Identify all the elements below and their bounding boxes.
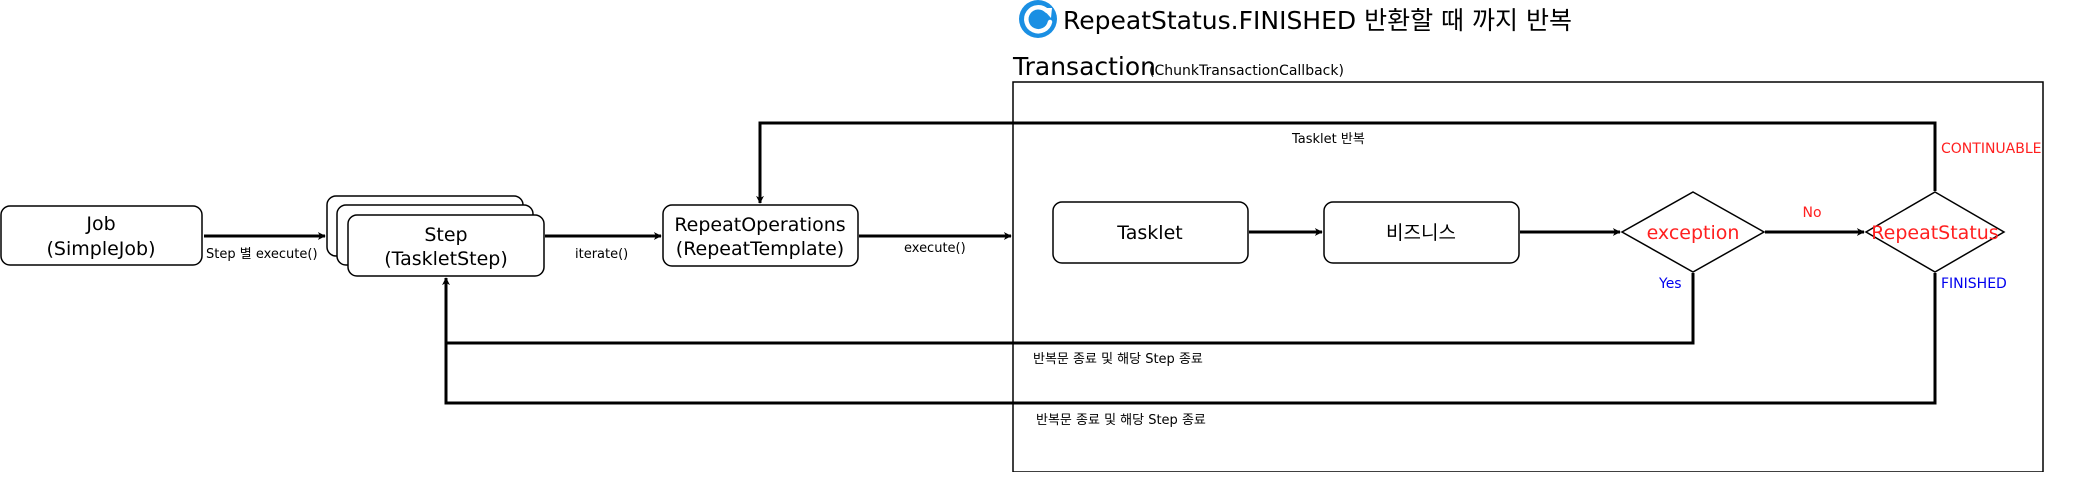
transaction-label: Transaction	[1012, 52, 1156, 81]
exception-label: exception	[1647, 222, 1740, 244]
edge-job-to-step-label: Step 별 execute()	[206, 247, 318, 262]
step-node[interactable]: Step (TaskletStep)	[326, 195, 545, 277]
repeat-status-decision[interactable]: RepeatStatus	[1864, 191, 2006, 273]
refresh-icon	[1019, 0, 1057, 38]
repeat-status-label: RepeatStatus	[1871, 222, 1998, 244]
job-node-line2: (SimpleJob)	[47, 238, 156, 260]
diagram-title: RepeatStatus.FINISHED 반환할 때 까지 반복	[1063, 6, 1572, 35]
edge-continuable-label: CONTINUABLE	[1941, 141, 2042, 157]
repeat-operations-node[interactable]: RepeatOperations (RepeatTemplate)	[662, 204, 859, 267]
repeat-operations-line1: RepeatOperations	[674, 214, 845, 236]
business-node[interactable]: 비즈니스	[1323, 201, 1520, 264]
transaction-sublabel: (ChunkTransactionCallback)	[1149, 63, 1344, 79]
edge-exception-no-label: No	[1802, 205, 1821, 221]
tasklet-node-label: Tasklet	[1116, 222, 1182, 244]
edge-end-from-finished-label: 반복문 종료 및 해당 Step 종료	[1036, 413, 1206, 428]
repeat-operations-line2: (RepeatTemplate)	[676, 238, 844, 260]
edge-finished-label: FINISHED	[1941, 276, 2007, 292]
edge-exception-yes-path	[442, 273, 1695, 345]
edge-exception-yes-label: Yes	[1658, 276, 1682, 292]
job-node[interactable]: Job (SimpleJob)	[0, 205, 203, 266]
exception-decision[interactable]: exception	[1620, 191, 1766, 273]
step-node-line2: (TaskletStep)	[384, 248, 508, 270]
job-node-line1: Job	[85, 213, 115, 235]
tasklet-node[interactable]: Tasklet	[1052, 201, 1249, 264]
edge-repeat-to-transaction-label: execute()	[904, 241, 966, 256]
edge-end-from-exception-label: 반복문 종료 및 해당 Step 종료	[1033, 352, 1203, 367]
edge-step-to-repeat-label: iterate()	[575, 247, 628, 262]
edge-continuable-loop	[756, 121, 1937, 204]
step-node-line1: Step	[424, 224, 467, 246]
business-node-label: 비즈니스	[1386, 222, 1456, 244]
edge-tasklet-loop-label: Tasklet 반복	[1291, 132, 1365, 147]
edge-finished-path	[444, 273, 1937, 405]
